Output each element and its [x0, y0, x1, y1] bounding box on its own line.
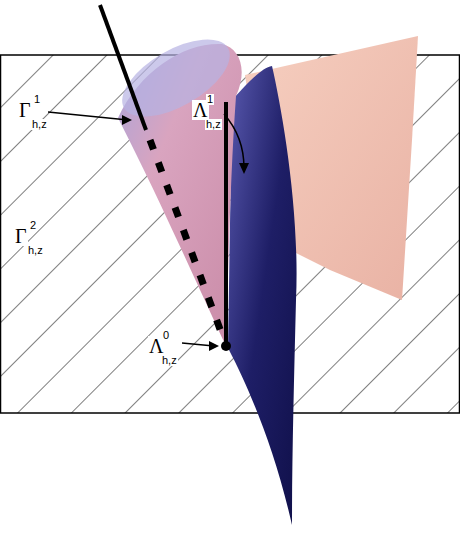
curve-lambda-1	[224, 102, 228, 346]
subscript: h,z	[31, 119, 48, 130]
leader-line	[224, 114, 244, 168]
superscript: 1	[33, 94, 41, 105]
symbol: Γ	[18, 100, 32, 120]
subscript: h,z	[205, 119, 222, 130]
cone-rim	[110, 24, 242, 132]
superscript: 0	[162, 330, 170, 341]
subscript: h,z	[27, 245, 44, 256]
arrowhead	[209, 341, 219, 351]
point-lambda-0	[221, 341, 231, 351]
arrowhead	[239, 163, 249, 174]
dark-blade	[228, 66, 297, 525]
dashed-curve	[150, 140, 224, 340]
superscript: 1	[206, 94, 214, 105]
superscript: 2	[29, 220, 37, 231]
arrowhead	[122, 115, 132, 125]
leader-line	[48, 112, 128, 120]
curve-gamma-1	[100, 5, 146, 130]
symbol: Γ	[14, 226, 28, 246]
subscript: h,z	[161, 355, 178, 366]
